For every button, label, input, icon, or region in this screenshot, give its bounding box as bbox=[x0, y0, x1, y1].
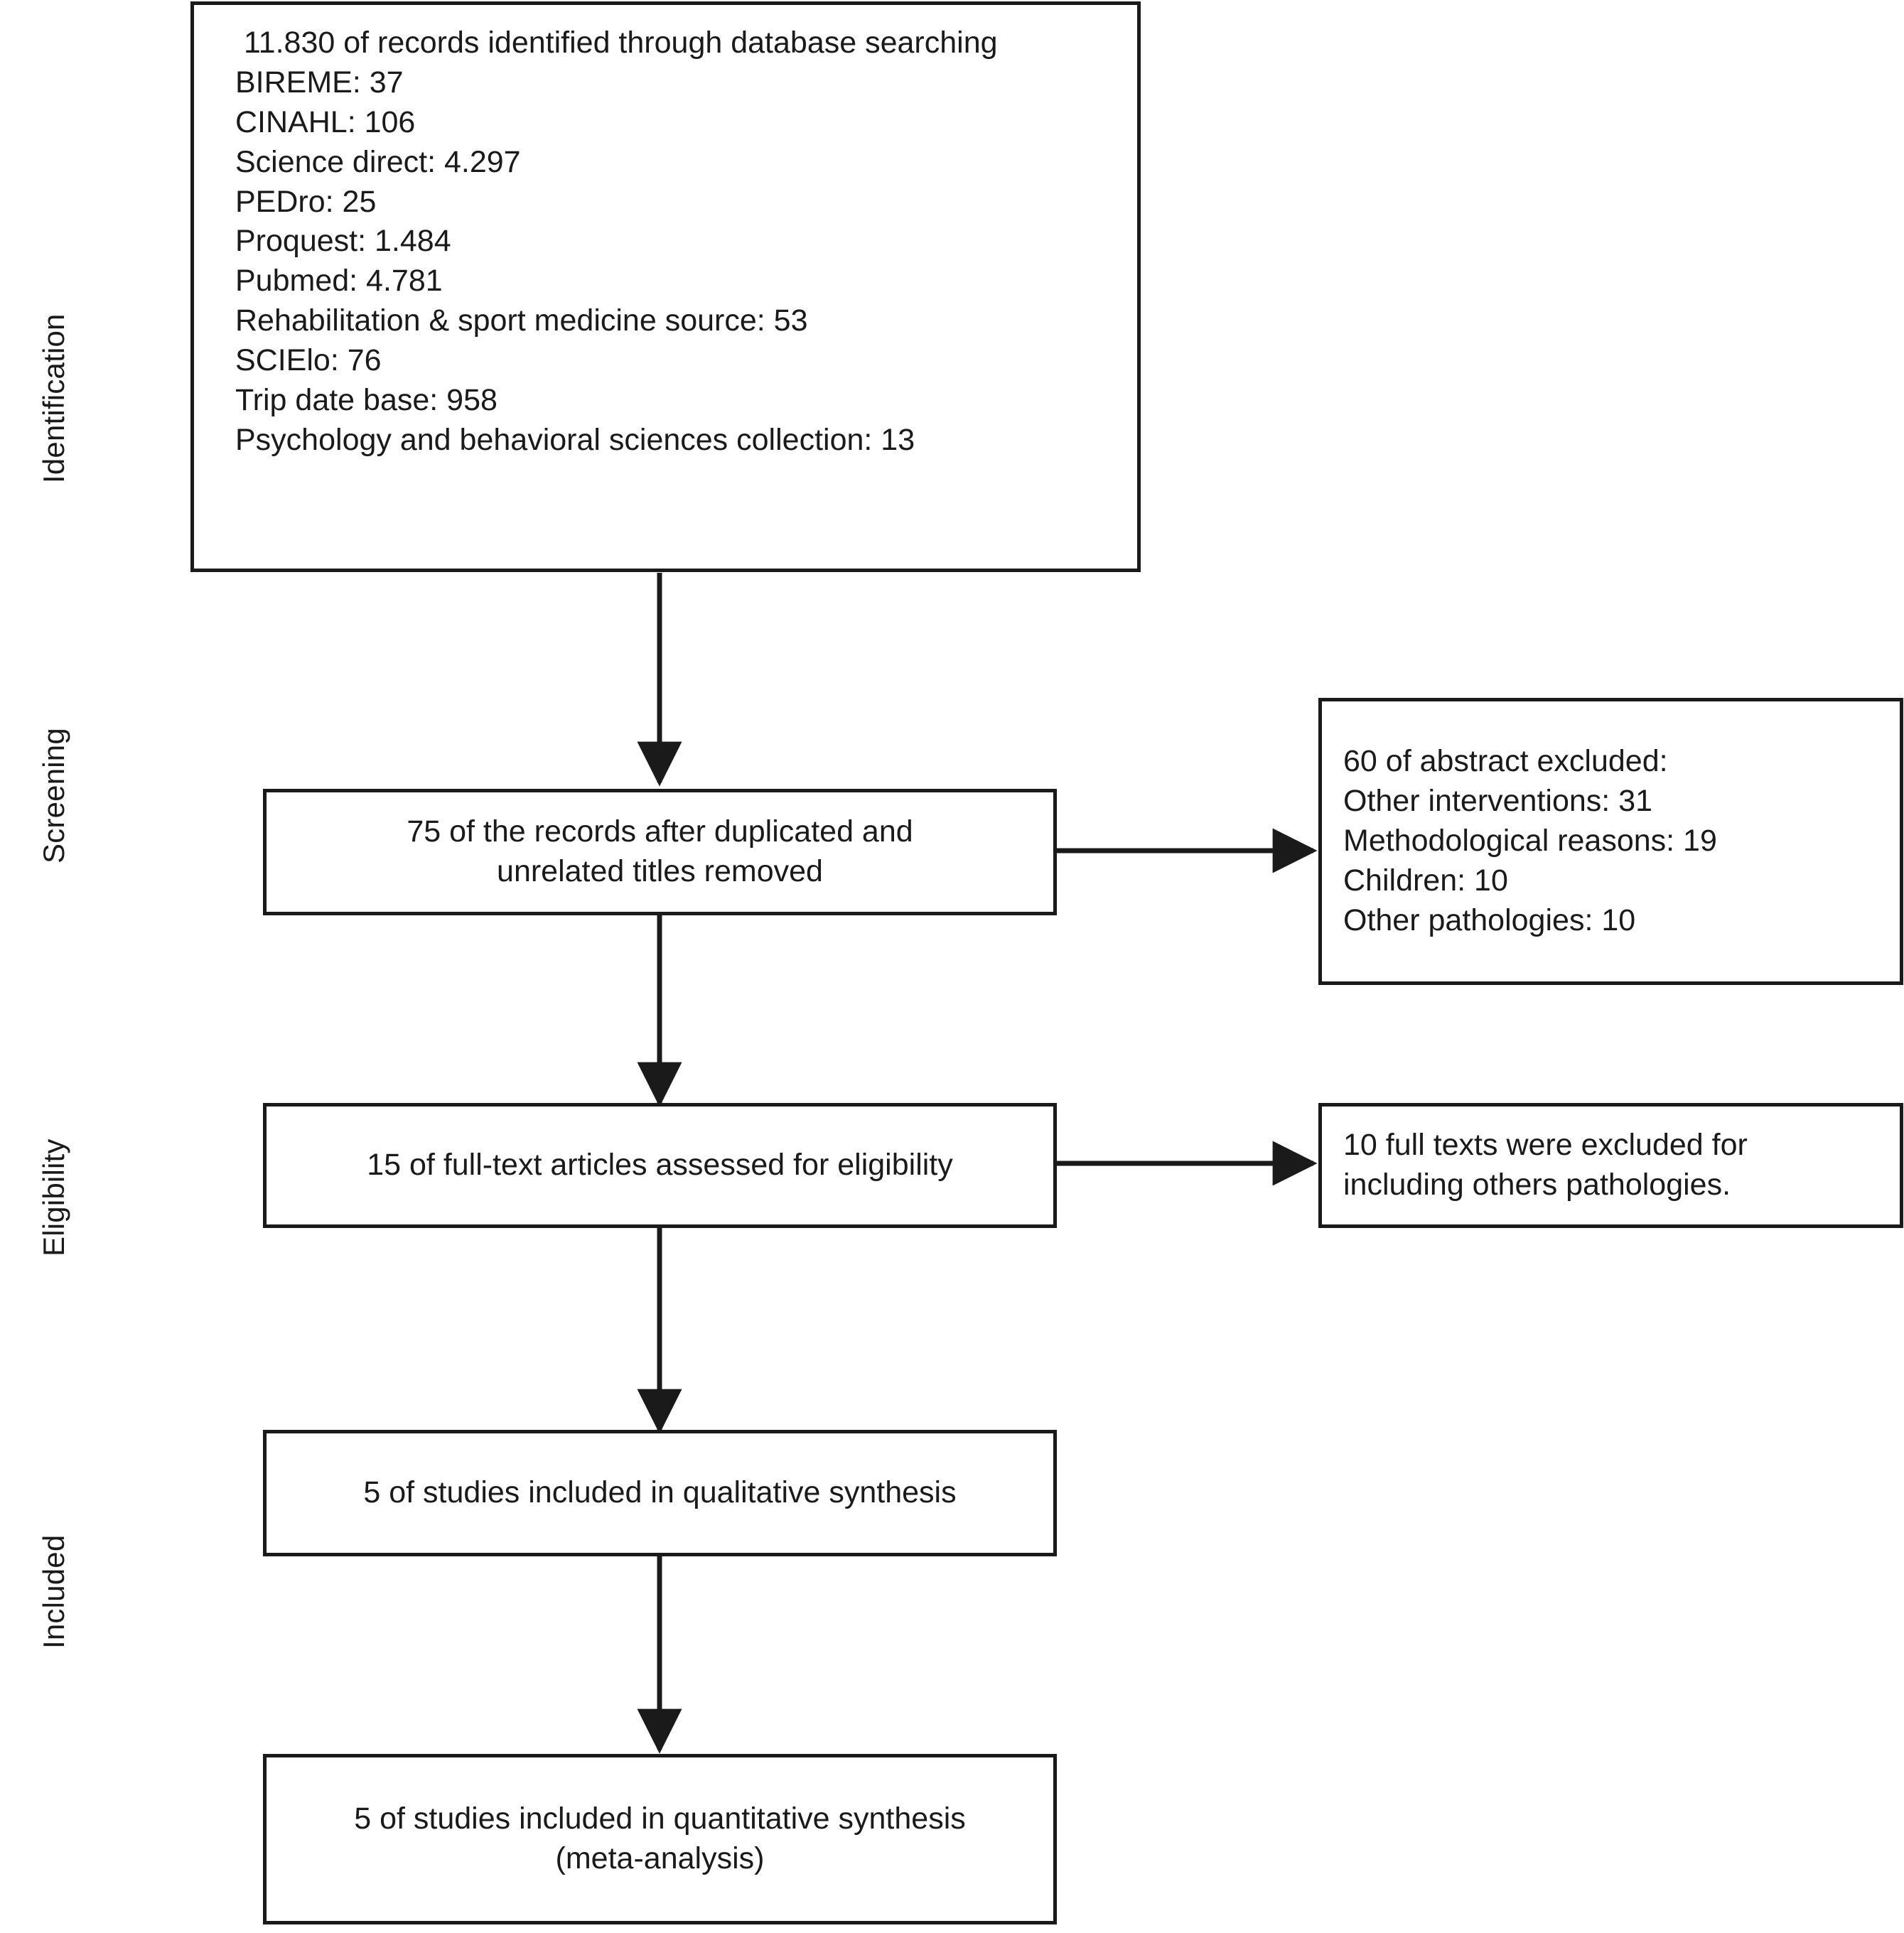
box-eligibility-fulltext: 15 of full-text articles assessed for el… bbox=[263, 1103, 1057, 1228]
stage-label-included: Included bbox=[37, 1534, 70, 1649]
identification-source: BIREME: 37 bbox=[235, 65, 404, 99]
box-quantitative-synthesis: 5 of studies included in quantitative sy… bbox=[263, 1754, 1057, 1924]
abstracts-excluded-line: Other pathologies: 10 bbox=[1343, 903, 1636, 937]
identification-source: Proquest: 1.484 bbox=[235, 224, 451, 259]
eligibility-fulltext-line: 15 of full-text articles assessed for el… bbox=[367, 1148, 953, 1183]
identification-source: Science direct: 4.297 bbox=[235, 144, 521, 179]
box-abstracts-excluded: 60 of abstract excluded: Other intervent… bbox=[1318, 698, 1903, 985]
identification-source: Rehabilitation & sport medicine source: … bbox=[235, 303, 808, 338]
identification-source: Pubmed: 4.781 bbox=[235, 264, 443, 298]
identification-source: Trip date base: 958 bbox=[235, 383, 497, 418]
abstracts-excluded-line: Methodological reasons: 19 bbox=[1343, 824, 1717, 858]
fulltext-excluded-line: 10 full texts were excluded for bbox=[1343, 1128, 1748, 1163]
identification-heading: 11.830 of records identified through dat… bbox=[235, 26, 998, 60]
abstracts-excluded-line: Children: 10 bbox=[1343, 863, 1508, 898]
box-fulltext-excluded: 10 full texts were excluded for includin… bbox=[1318, 1103, 1903, 1228]
screening-records-line: unrelated titles removed bbox=[497, 854, 823, 888]
stage-label-identification: Identification bbox=[37, 313, 70, 483]
identification-source: SCIElo: 76 bbox=[235, 343, 382, 378]
box-qualitative-synthesis: 5 of studies included in qualitative syn… bbox=[263, 1430, 1057, 1556]
screening-records-line: 75 of the records after duplicated and bbox=[407, 814, 913, 849]
abstracts-excluded-line: 60 of abstract excluded: bbox=[1343, 744, 1668, 779]
stage-label-screening: Screening bbox=[37, 728, 70, 863]
stage-label-eligibility: Eligibility bbox=[37, 1138, 70, 1256]
box-identification: 11.830 of records identified through dat… bbox=[190, 1, 1141, 572]
quantitative-synthesis-line: (meta-analysis) bbox=[555, 1841, 765, 1875]
qualitative-synthesis-line: 5 of studies included in qualitative syn… bbox=[363, 1475, 957, 1510]
quantitative-synthesis-line: 5 of studies included in quantitative sy… bbox=[354, 1802, 966, 1836]
fulltext-excluded-line: including others pathologies. bbox=[1343, 1168, 1731, 1202]
abstracts-excluded-line: Other interventions: 31 bbox=[1343, 784, 1653, 819]
identification-source: CINAHL: 106 bbox=[235, 104, 416, 139]
identification-source: Psychology and behavioral sciences colle… bbox=[235, 422, 915, 457]
box-screening-records: 75 of the records after duplicated and u… bbox=[263, 789, 1057, 915]
identification-source: PEDro: 25 bbox=[235, 184, 377, 219]
